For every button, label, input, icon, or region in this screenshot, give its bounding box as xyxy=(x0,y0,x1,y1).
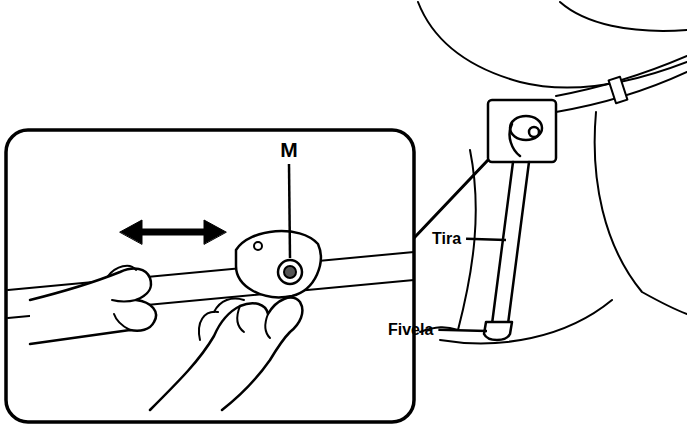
buckle xyxy=(484,322,512,340)
person-outline xyxy=(595,112,687,314)
leader-line xyxy=(438,330,487,331)
inset xyxy=(236,231,321,297)
leader-line xyxy=(289,164,290,258)
inset xyxy=(254,242,262,250)
inset xyxy=(214,299,244,313)
detail-frame xyxy=(510,116,542,140)
inset xyxy=(8,252,414,290)
inset xyxy=(30,269,156,344)
inset xyxy=(6,130,414,422)
inset xyxy=(150,298,302,410)
head-strap xyxy=(609,77,628,104)
detail-frame xyxy=(488,100,556,162)
inset xyxy=(114,314,130,330)
part-label: Fivela xyxy=(388,321,433,339)
inset xyxy=(237,306,244,332)
zoom-line xyxy=(414,160,488,238)
person-outline xyxy=(560,2,687,31)
detail-frame xyxy=(510,124,520,156)
strap xyxy=(492,162,529,324)
inset xyxy=(204,220,226,244)
strap xyxy=(492,162,513,324)
inset xyxy=(6,130,414,422)
inset xyxy=(108,266,136,276)
inset xyxy=(120,220,142,244)
part-label: Tira xyxy=(432,230,461,248)
detail-frame xyxy=(529,127,539,137)
inset xyxy=(136,229,212,236)
callout-letter: M xyxy=(280,138,298,161)
buckle xyxy=(484,322,512,340)
person-outline xyxy=(418,2,687,88)
person-outline xyxy=(418,2,687,343)
head-strap xyxy=(556,56,687,112)
inset xyxy=(284,266,296,278)
strap xyxy=(508,162,529,324)
head-strap xyxy=(556,72,687,112)
leader-line xyxy=(466,239,506,240)
person-outline xyxy=(440,300,612,343)
detail-frame xyxy=(488,100,556,162)
inset xyxy=(199,312,218,340)
inset xyxy=(112,300,136,302)
inset xyxy=(278,260,302,284)
inset xyxy=(265,314,270,338)
